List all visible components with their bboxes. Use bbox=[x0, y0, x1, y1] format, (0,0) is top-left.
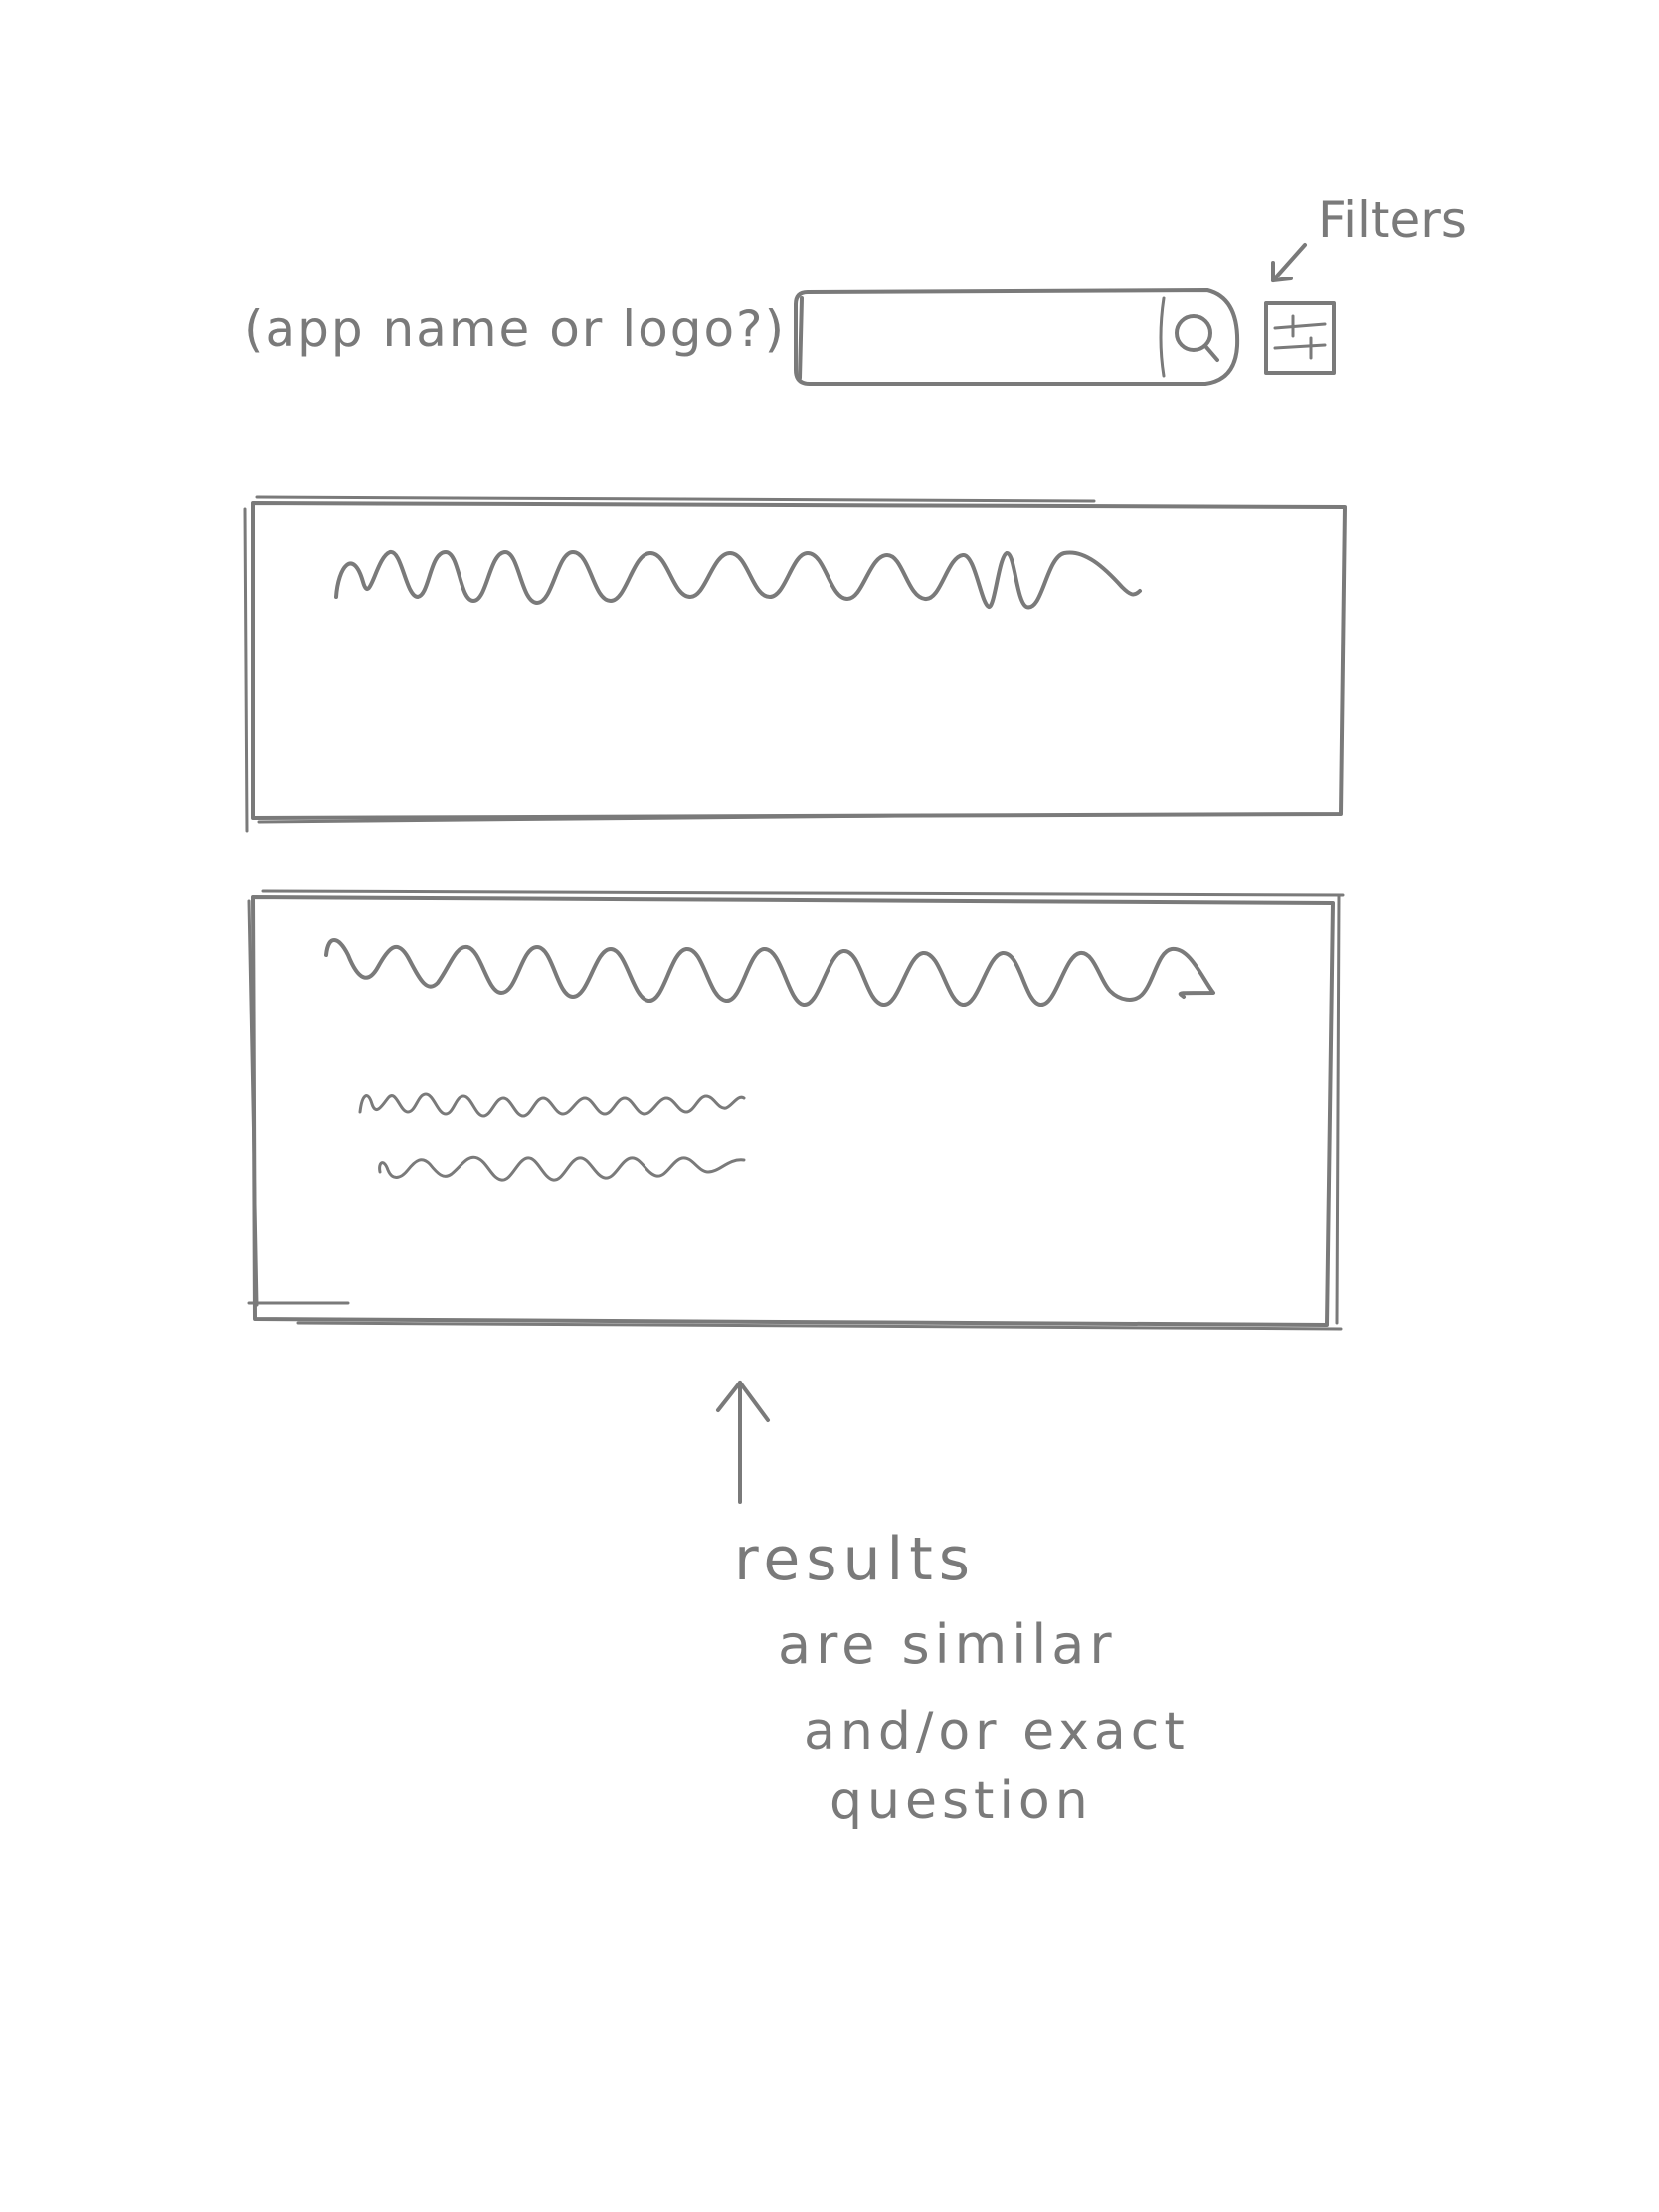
results-annotation: results are similar and/or exact questio… bbox=[734, 1525, 1190, 1831]
app-name-placeholder: (app name or logo?) bbox=[244, 300, 786, 358]
results-annotation-arrow bbox=[716, 1381, 770, 1504]
search-icon[interactable] bbox=[1175, 314, 1219, 362]
filters-annotation-arrow bbox=[1271, 243, 1307, 282]
filter-button[interactable] bbox=[1264, 301, 1336, 375]
result-card[interactable] bbox=[247, 889, 1345, 1331]
result-card-line-scribble bbox=[358, 1092, 746, 1118]
search-bar[interactable] bbox=[794, 288, 1240, 386]
result-card-line-scribble bbox=[378, 1155, 746, 1182]
annotation-line: results bbox=[734, 1525, 976, 1594]
result-card-title-scribble bbox=[334, 550, 1142, 610]
annotation-line: are similar bbox=[778, 1613, 1117, 1676]
annotation-line: question bbox=[830, 1771, 1093, 1831]
result-card-title-scribble bbox=[324, 938, 1215, 1007]
filters-annotation: Filters bbox=[1318, 191, 1467, 249]
annotation-line: and/or exact bbox=[804, 1702, 1190, 1761]
filter-sliders-icon bbox=[1273, 314, 1327, 360]
result-card[interactable] bbox=[243, 495, 1347, 833]
